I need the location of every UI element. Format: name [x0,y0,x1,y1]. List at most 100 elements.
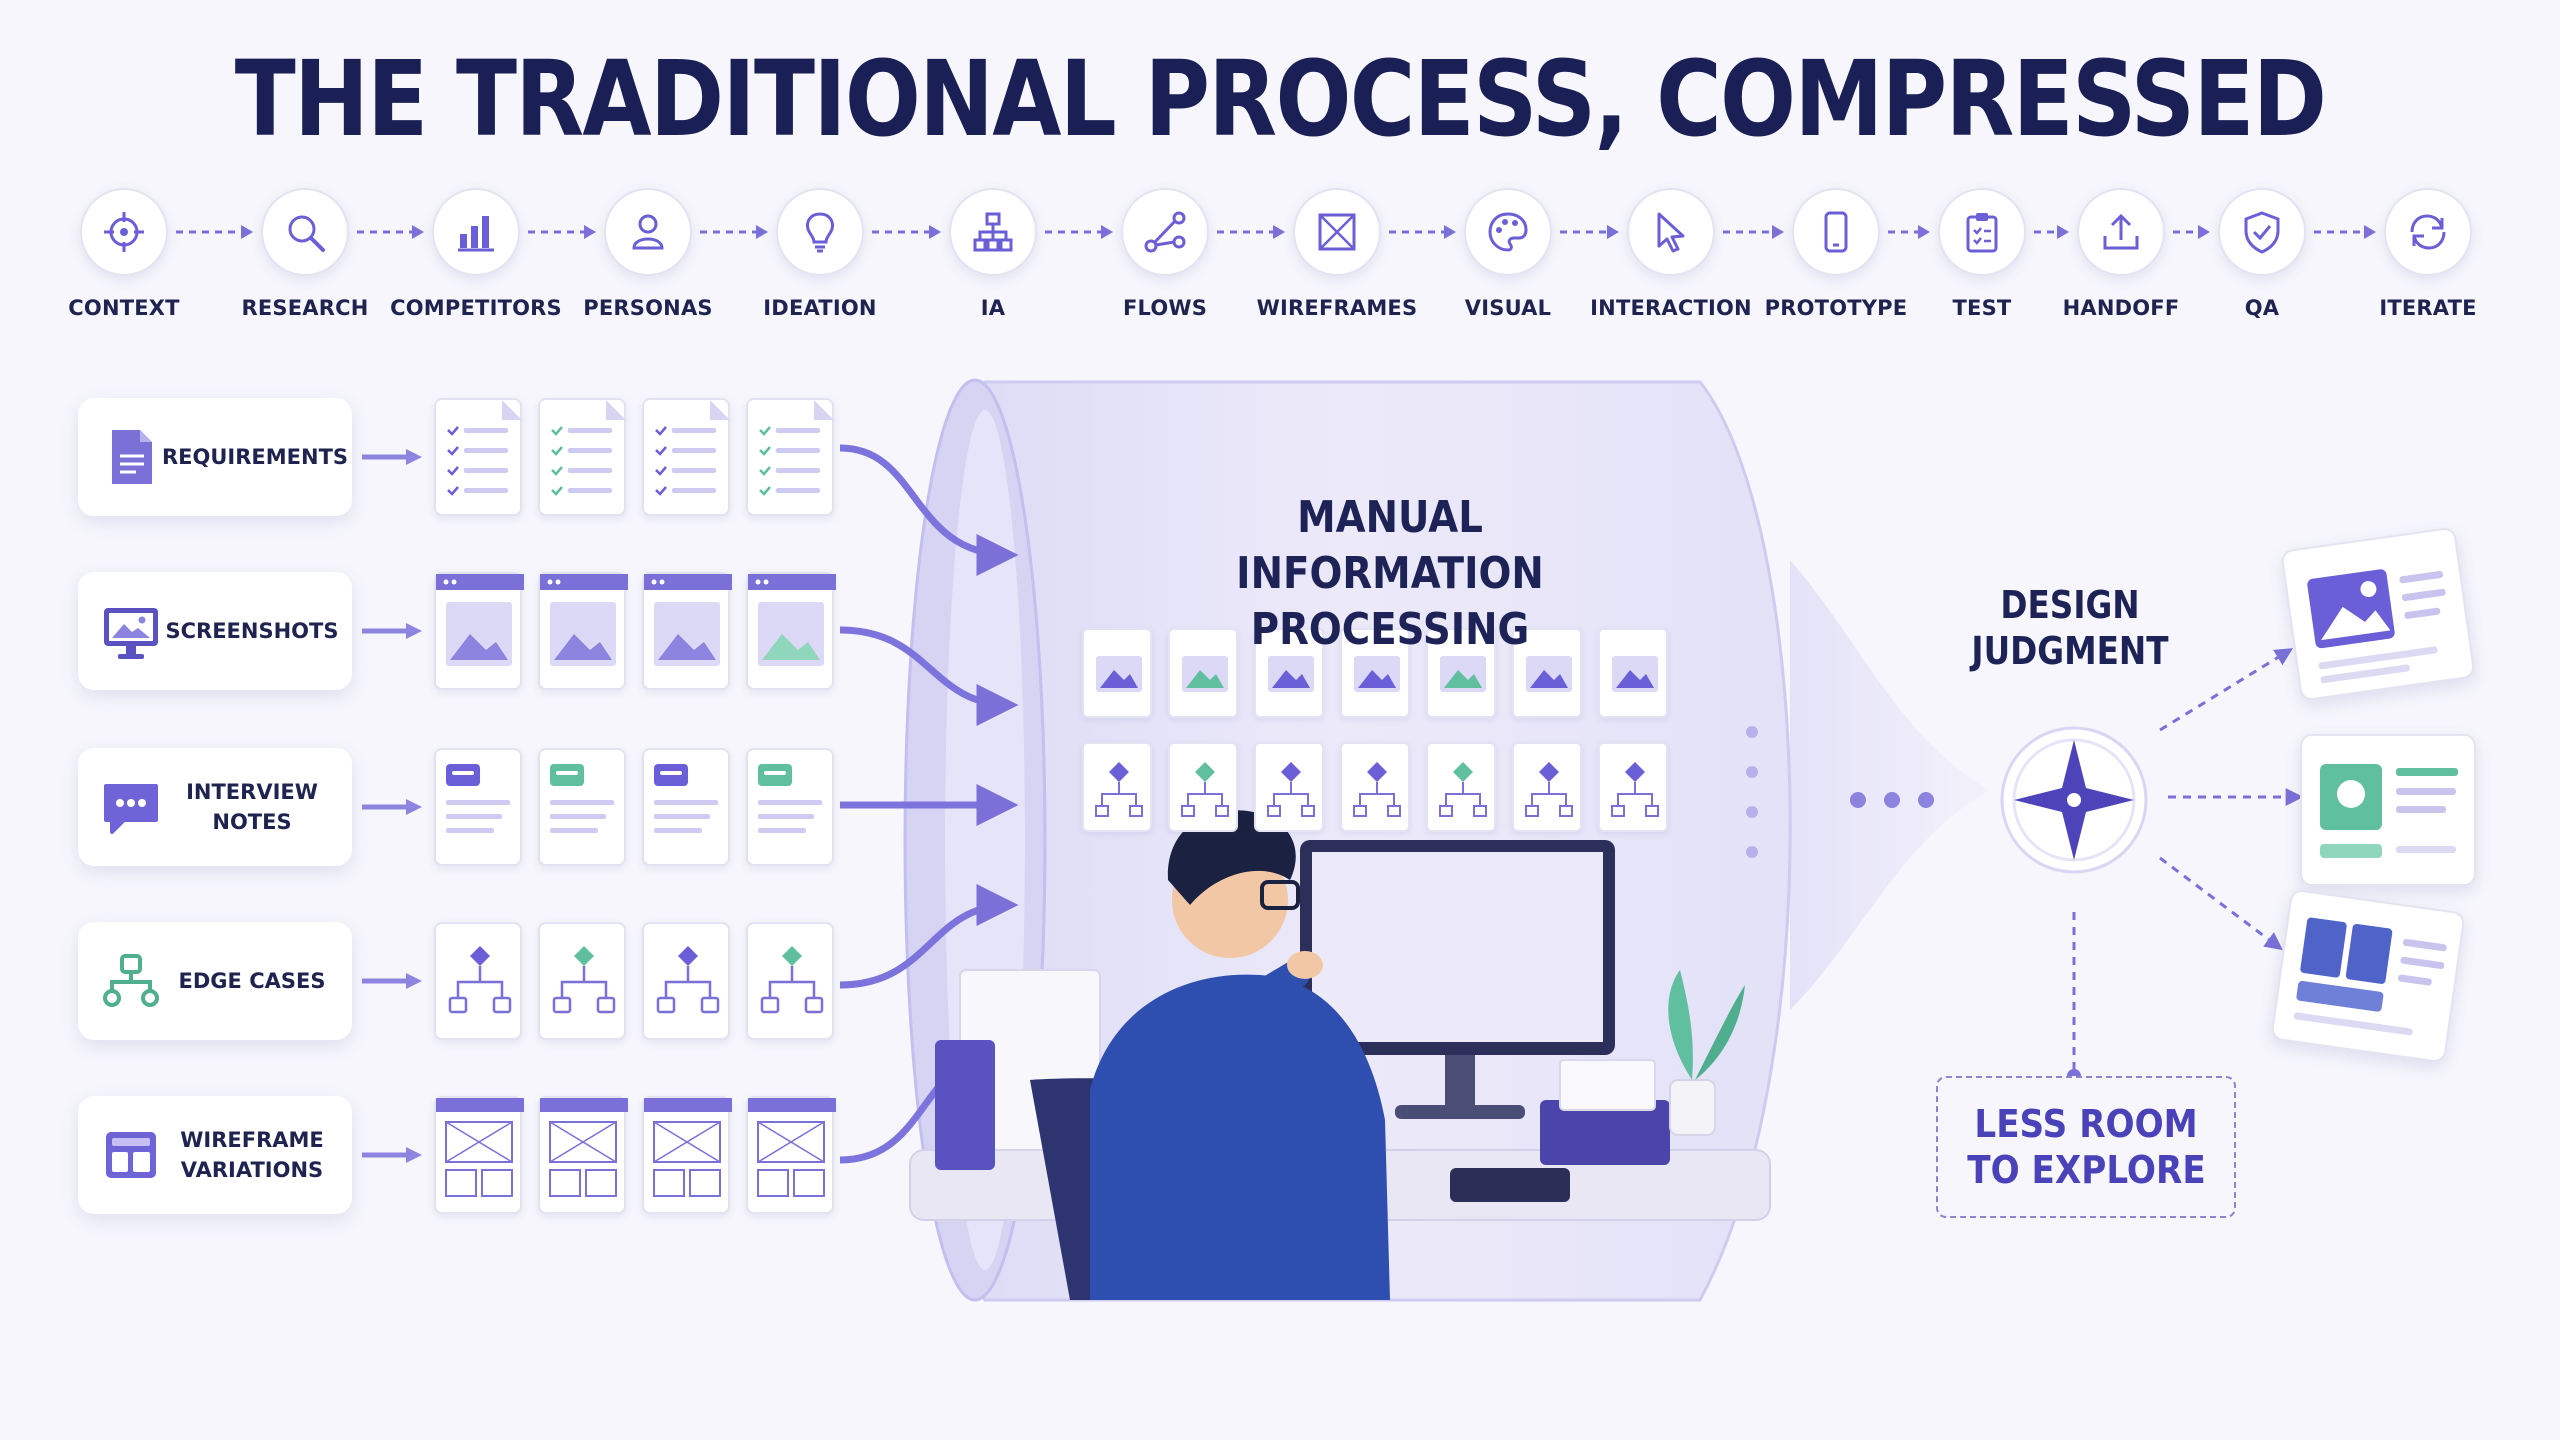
cursor-icon [1657,212,1685,253]
step-icon-badge [261,188,349,276]
design-judgment-label: DESIGN JUDGMENT [1941,582,2199,674]
step-icon-badge [949,188,1037,276]
crosshair-icon [104,212,144,252]
designer-scene [909,810,1771,1300]
sample-document [538,922,626,1040]
step-label: HANDOFF [2062,296,2180,320]
step-arrow [1560,225,1619,239]
funnel-tile [1254,628,1324,718]
step-label: RESEARCH [241,296,369,320]
step-icon-badge [2077,188,2165,276]
step-arrow [2314,225,2376,239]
step-label: COMPETITORS [390,296,562,320]
sample-document [746,398,834,516]
input-arrow [362,449,422,465]
step-icon-badge [1792,188,1880,276]
process-step-visual: VISUAL [1418,188,1598,320]
sample-document [642,572,732,690]
step-icon-badge [1938,188,2026,276]
input-card-label: SCREENSHOTS [165,619,339,643]
shield-check-icon [2244,211,2280,254]
sample-document [642,748,730,866]
step-label: WIREFRAMES [1256,296,1418,320]
step-arrow [1217,225,1285,239]
sample-document [434,922,522,1040]
step-arrow [872,225,941,239]
step-icon-badge [80,188,168,276]
monitor-image-icon [104,608,158,659]
input-arrow [362,799,422,815]
step-arrow [357,225,424,239]
step-label: QA [2244,296,2280,320]
input-arrow [362,1147,422,1163]
step-arrow [528,225,596,239]
funnel-tile [1598,742,1668,832]
clipboard-icon [1966,213,1998,253]
sample-document [434,572,524,690]
step-label: FLOWS [1122,296,1208,320]
person-icon [632,214,664,250]
output-card-layout [2270,888,2466,1064]
funnel-tile [1254,742,1324,832]
phone-icon [1824,211,1848,253]
process-step-qa: QA [2172,188,2352,320]
process-step-research: RESEARCH [215,188,395,320]
step-icon-badge [1293,188,1381,276]
sample-document [746,748,834,866]
step-icon-badge [2218,188,2306,276]
process-step-ia: IA [903,188,1083,320]
step-icon-badge [1464,188,1552,276]
sample-document [538,572,628,690]
funnel-tile [1512,628,1582,718]
search-icon [288,215,325,252]
step-label: PERSONAS [583,296,713,320]
process-step-handoff: HANDOFF [2031,188,2211,320]
sample-document [538,398,626,516]
upload-icon [2103,213,2139,250]
input-arrow [362,623,422,639]
sample-document [746,572,836,690]
process-step-test: TEST [1892,188,2072,320]
input-card-label: REQUIREMENTS [162,445,349,469]
sample-document [642,398,730,516]
funnel-tile [1168,742,1238,832]
less-room-line1: LESS ROOM [1974,1102,2198,1146]
funnel-tile [1426,742,1496,832]
sample-document [434,1096,524,1214]
step-label: IDEATION [763,296,877,320]
input-card-label: INTERVIEW NOTES [186,780,318,834]
input-card-requirements: REQUIREMENTS [78,398,352,516]
chat-bubble-icon [104,784,158,834]
sample-document [746,1096,836,1214]
less-room-box: LESS ROOM TO EXPLORE [1936,1076,2236,1218]
sample-document [434,398,522,516]
funnel-tile [1340,628,1410,718]
lightbulb-icon [806,212,834,253]
sitemap-icon [973,212,1013,252]
input-card-label: WIREFRAME VARIATIONS [180,1128,324,1182]
step-label: INTERACTION [1590,296,1752,320]
process-step-ideation: IDEATION [730,188,910,320]
step-icon-badge [776,188,864,276]
step-arrow [700,225,768,239]
input-card-label: EDGE CASES [178,969,326,993]
step-icon-badge [1627,188,1715,276]
layout-icon [106,1132,156,1178]
funnel-title: MANUAL INFORMATION PROCESSING [1144,490,1637,658]
input-card-edge-cases: EDGE CASES [78,922,352,1040]
funnel-tile [1426,628,1496,718]
wireframe-icon [1318,213,1356,251]
funnel-title-line1: MANUAL INFORMATION [1236,492,1544,599]
compass-icon [2000,726,2148,874]
step-icon-badge [1121,188,1209,276]
funnel-spout [1790,560,1990,1010]
step-arrow [2034,225,2069,239]
input-card-interview-notes: INTERVIEW NOTES [78,748,352,866]
step-arrow [176,225,253,239]
process-step-iterate: ITERATE [2338,188,2518,320]
funnel-tile [1082,742,1152,832]
step-icon-badge [2384,188,2472,276]
step-label: IA [980,296,1006,320]
